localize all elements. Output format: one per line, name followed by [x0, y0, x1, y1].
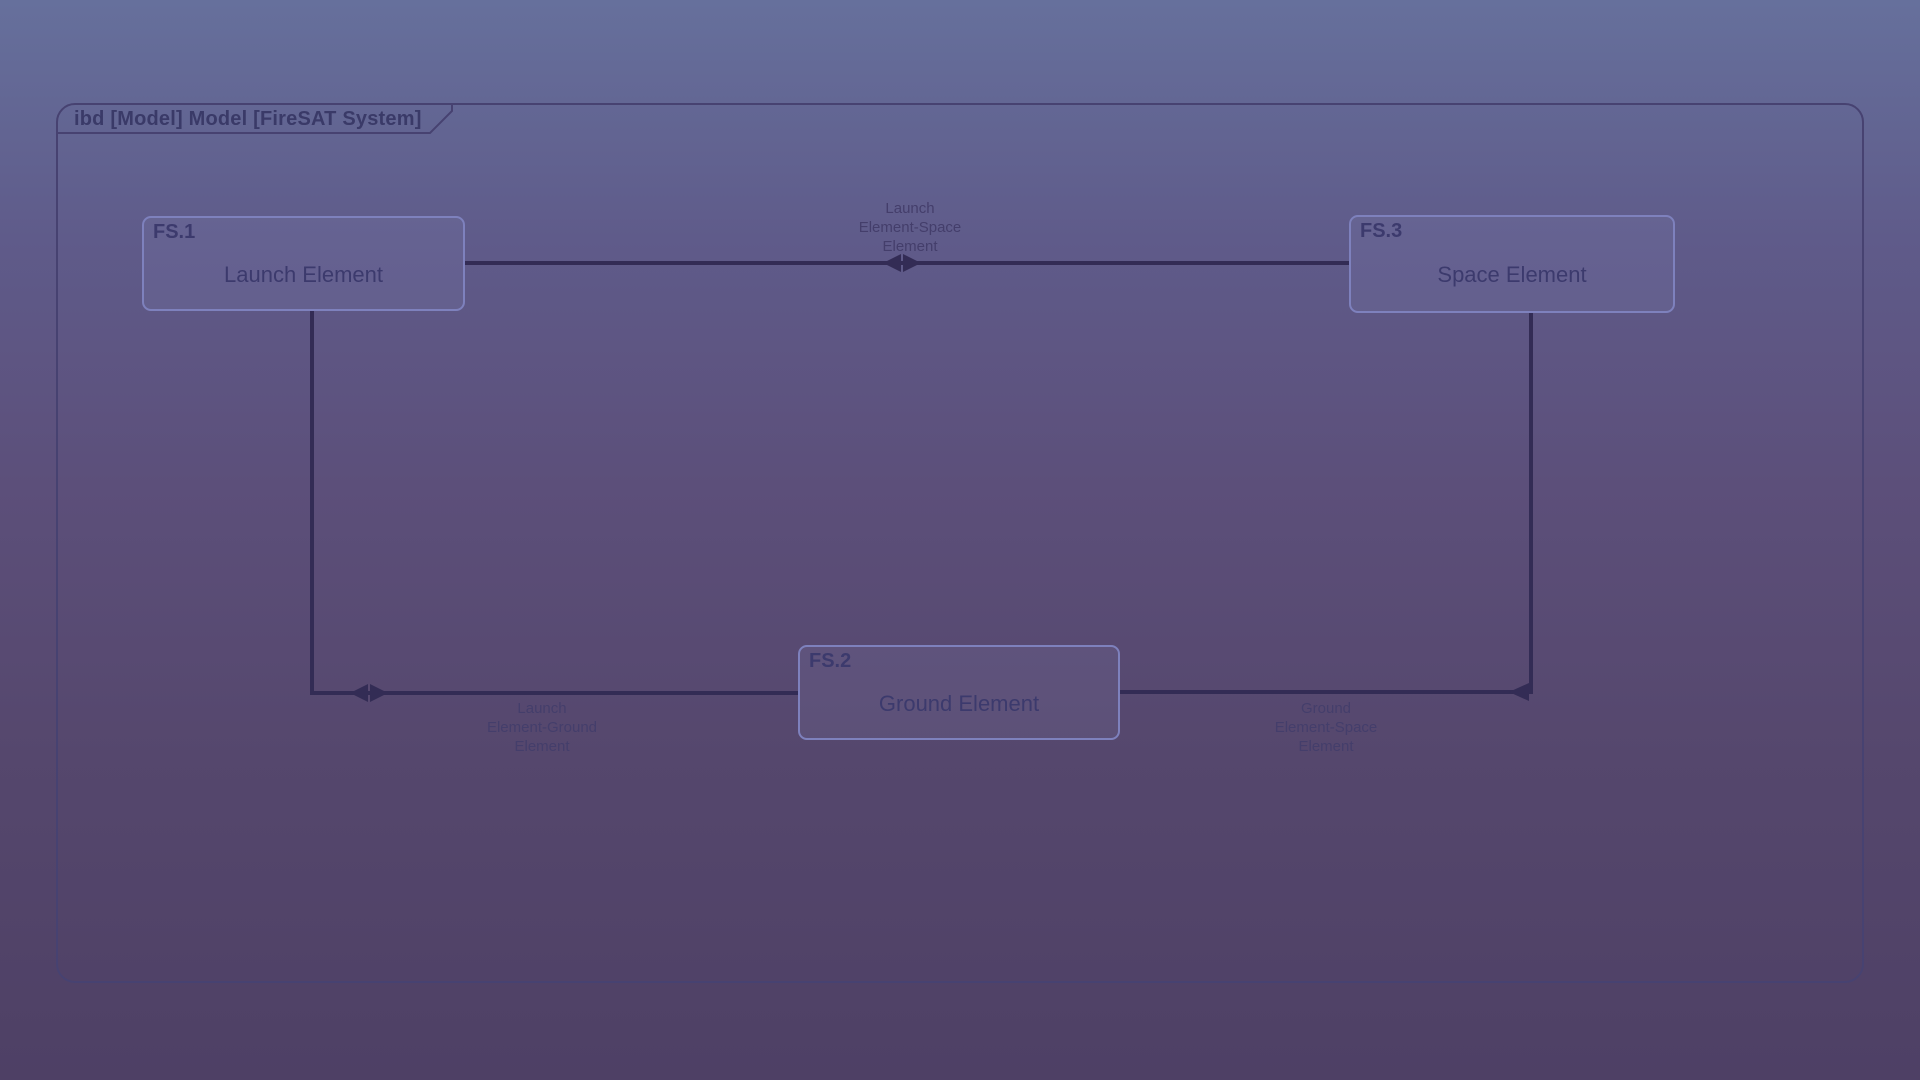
connector-ground-space[interactable]	[1120, 313, 1533, 694]
block-name-label: Launch Element	[224, 261, 383, 287]
connector-label-line: Element-Space	[1274, 719, 1378, 736]
arrow-right-icon	[903, 254, 921, 272]
diagram-frame-tab-outline	[57, 104, 453, 134]
arrow-left-icon	[350, 684, 368, 702]
block-launch-element[interactable]: FS.1 Launch Element	[142, 216, 465, 311]
arrow-left-icon	[883, 254, 901, 272]
connector-label-ground-space: Ground Element-Space Element	[1196, 699, 1456, 756]
connector-label-launch-space: Launch Element-Space Element	[780, 199, 1040, 256]
connector-label-launch-ground: Launch Element-Ground Element	[412, 699, 672, 756]
connector-label-line: Element	[882, 238, 938, 255]
connector-launch-ground[interactable]	[310, 311, 798, 695]
diagram-frame-title: ibd [Model] Model [FireSAT System]	[74, 108, 422, 130]
block-ground-element[interactable]: FS.2 Ground Element	[798, 645, 1120, 740]
connector-label-line: Ground	[1300, 700, 1352, 717]
diagram-frame-border	[56, 103, 1864, 983]
block-id-label: FS.3	[1360, 220, 1403, 242]
connector-label-line: Element-Space	[858, 219, 962, 236]
block-id-label: FS.1	[153, 221, 196, 243]
arrow-left-icon	[1509, 683, 1529, 701]
block-name-label: Ground Element	[878, 690, 1040, 716]
block-space-element[interactable]: FS.3 Space Element	[1349, 215, 1675, 313]
arrow-right-icon	[370, 684, 388, 702]
connector-label-line: Element-Ground	[486, 719, 598, 736]
connector-label-line: Element	[514, 738, 570, 755]
block-id-label: FS.2	[809, 650, 852, 672]
block-name-label: Space Element	[1437, 262, 1587, 287]
connector-label-line: Element	[1298, 738, 1354, 755]
connector-label-line: Launch	[885, 200, 935, 217]
connector-label-line: Launch	[517, 700, 567, 717]
